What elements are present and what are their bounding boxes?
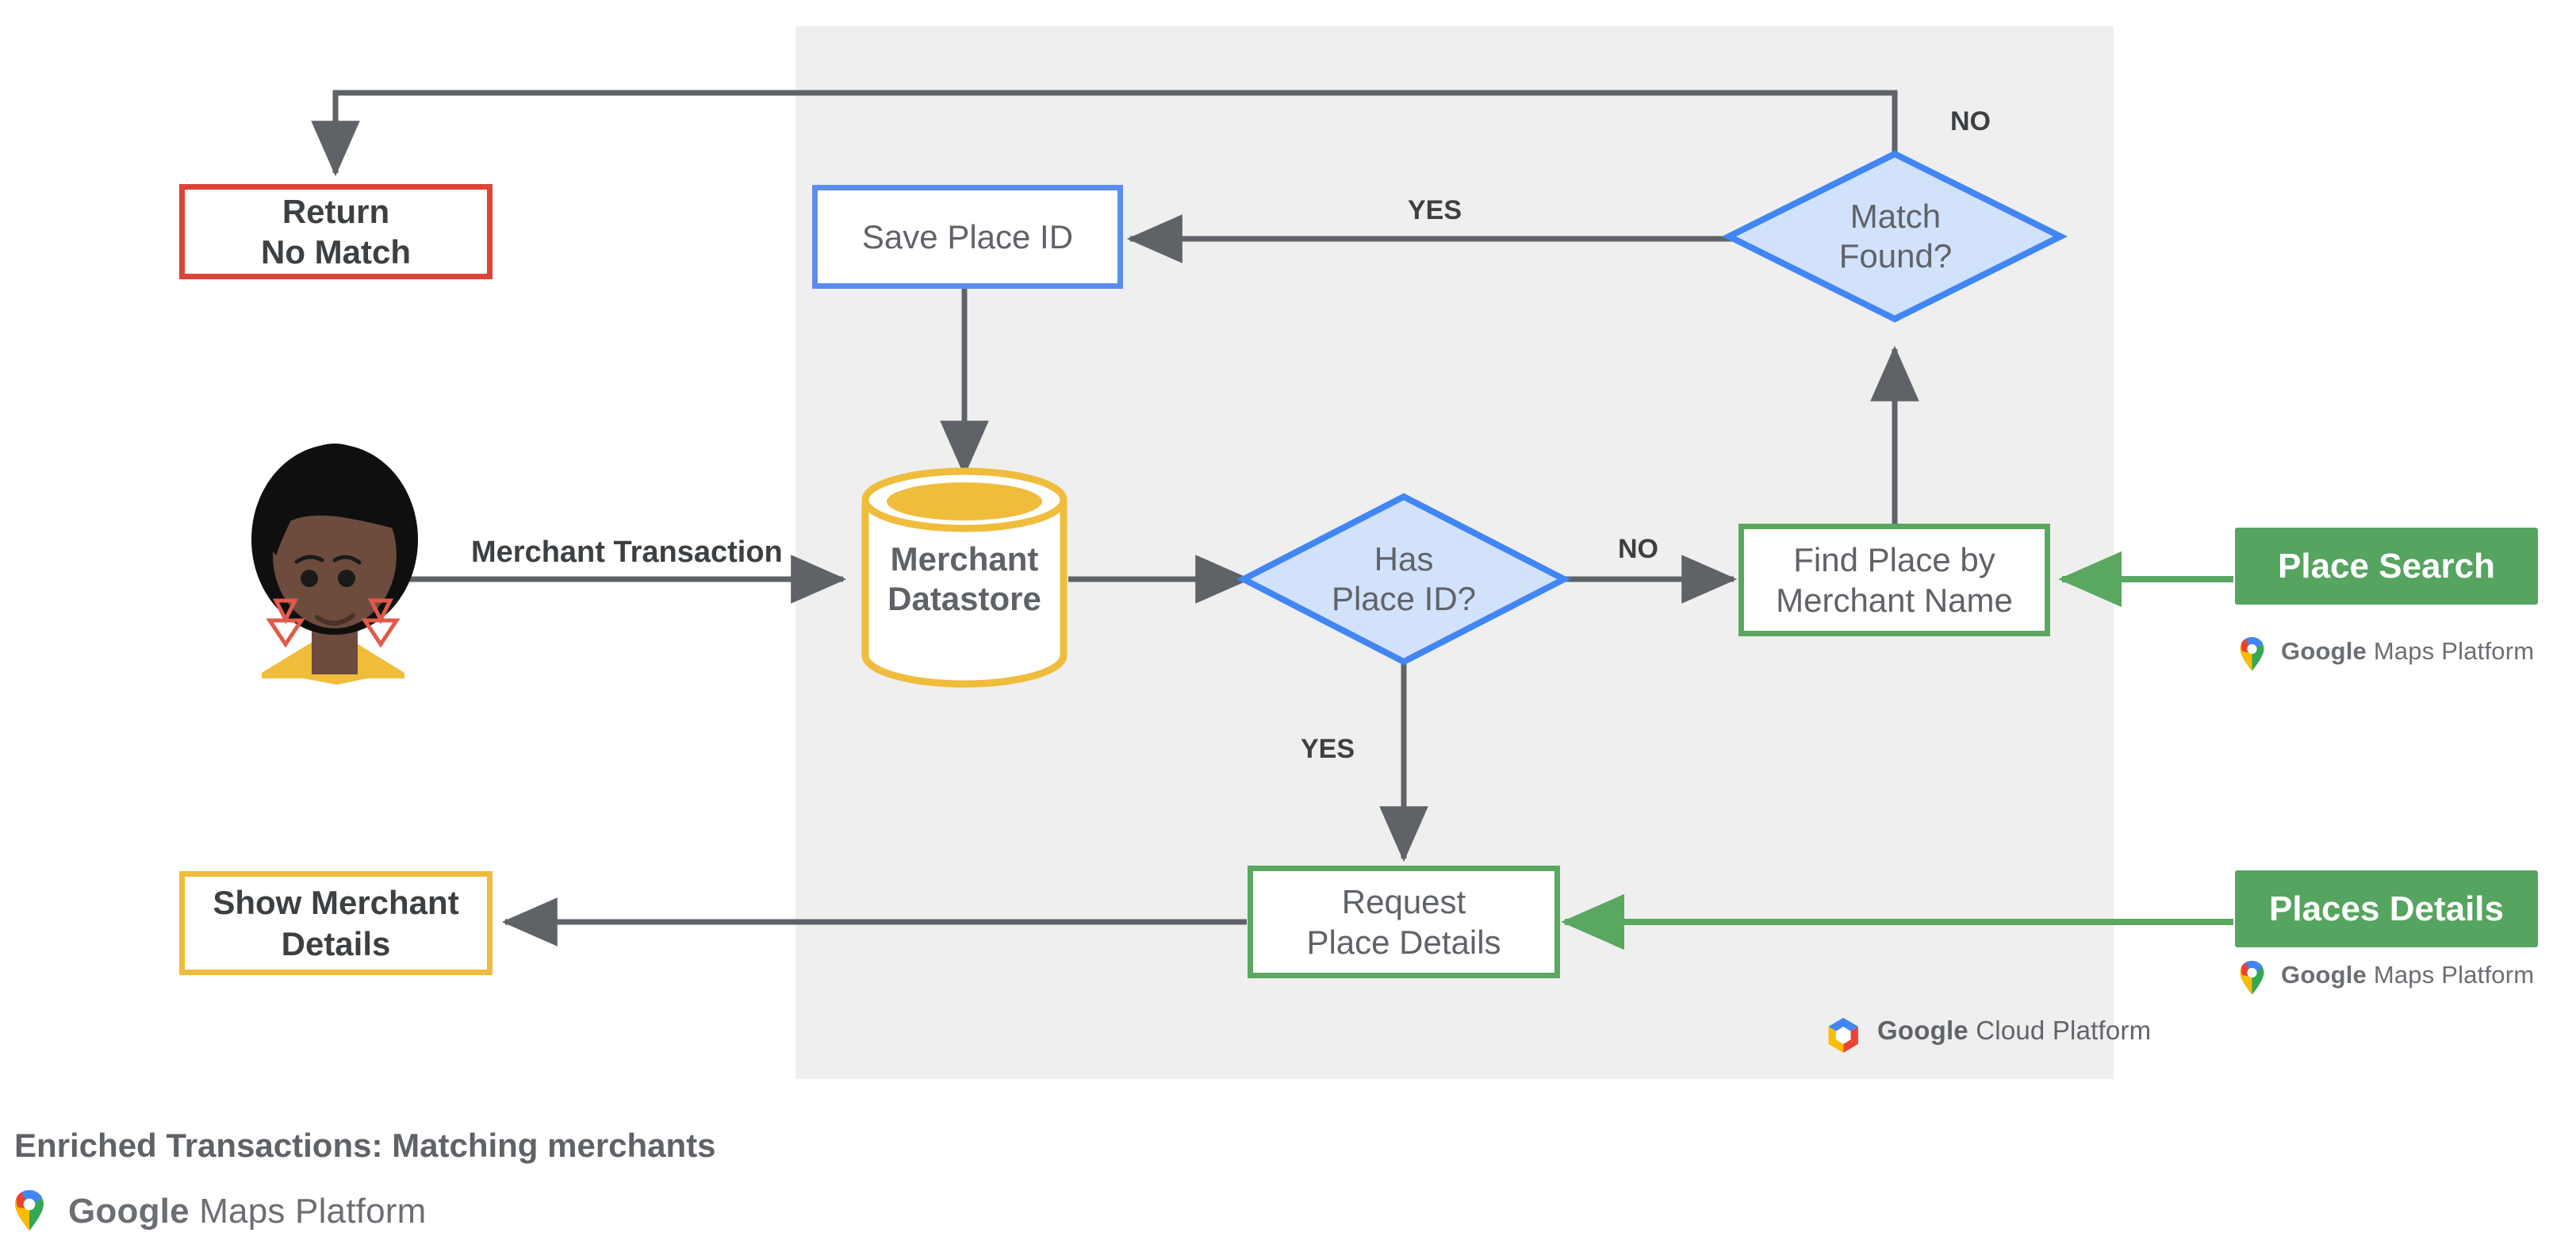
edge-match-found-no [311,90,1898,177]
person-avatar [251,444,418,685]
gms-logo-places-details-text: Google Maps Platform [2281,961,2534,989]
node-place-search-label: Place Search [2278,546,2495,586]
gms-logo-place-search: Google Maps Platform [2238,637,2534,666]
edge-label-match-found-no: NO [1950,106,1991,136]
node-request-place-details-label: Request Place Details [1306,882,1501,961]
google-wordmark-1: Google [2281,637,2367,665]
gms-logo-caption: Google Maps Platform [13,1192,426,1231]
google-maps-pin-icon-place-search [2240,637,2264,671]
node-save-place-id-label: Save Place ID [861,217,1074,255]
node-places-details[interactable]: Places Details [2235,870,2538,947]
edge-label-merchant-transaction: Merchant Transaction [471,536,783,569]
node-merchant-datastore-label: Merchant Datastore [887,540,1041,617]
edge-label-has-place-id-yes: YES [1301,734,1355,764]
diagram-caption: Enriched Transactions: Matching merchant… [14,1127,716,1164]
node-find-place-by-merchant-name-label: Find Place by Merchant Name [1776,540,2013,619]
node-show-merchant-details-label: Show Merchant Details [213,884,459,962]
edge-label-has-place-id-no: NO [1618,534,1658,564]
gms-logo-places-details: Google Maps Platform [2238,961,2534,989]
google-wordmark-4: Google [68,1192,190,1231]
gms-logo-place-search-text: Google Maps Platform [2281,637,2534,666]
cloud-platform-wordmark: Cloud Platform [1976,1016,2152,1045]
node-show-merchant-details[interactable]: Show Merchant Details [179,871,493,975]
node-find-place-by-merchant-name[interactable]: Find Place by Merchant Name [1738,524,2050,636]
google-wordmark-2: Google [2281,961,2367,989]
match-found-diamond [1722,150,2068,323]
node-place-search[interactable]: Place Search [2235,528,2538,605]
gcp-logo-panel: Google Cloud Platform [1822,1016,2151,1046]
node-has-place-id-label: Has Place ID? [1331,540,1477,617]
google-cloud-platform-hex-icon [1828,1017,1858,1053]
merchant-datastore-cylinder [861,467,1068,688]
node-save-place-id[interactable]: Save Place ID [812,185,1123,289]
gcp-logo-text: Google Cloud Platform [1877,1016,2151,1046]
google-maps-pin-icon-caption [15,1190,44,1231]
node-places-details-label: Places Details [2269,889,2504,928]
google-maps-pin-icon-places-details [2240,961,2264,995]
node-match-found-label: Match Found? [1838,197,1953,275]
node-return-no-match-label: Return No Match [261,192,411,271]
maps-platform-wordmark-3: Maps Platform [199,1192,427,1231]
node-request-place-details[interactable]: Request Place Details [1248,866,1560,978]
node-return-no-match[interactable]: Return No Match [179,184,493,279]
maps-platform-wordmark-2: Maps Platform [2373,961,2535,989]
edge-label-match-found-yes: YES [1408,195,1462,225]
maps-platform-wordmark-1: Maps Platform [2373,637,2535,665]
google-wordmark-3: Google [1877,1016,1968,1045]
has-place-id-diamond [1236,493,1571,666]
gms-logo-caption-text: Google Maps Platform [68,1192,426,1231]
